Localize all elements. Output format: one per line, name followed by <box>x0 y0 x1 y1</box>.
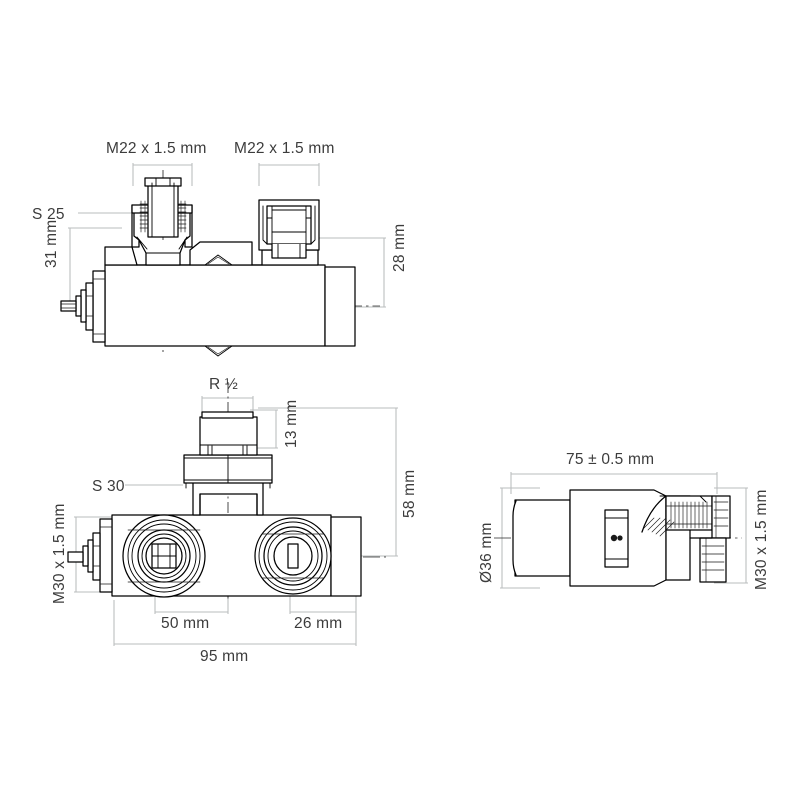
front-view-total-height-label: 58 mm <box>401 470 418 518</box>
top-view-height-right-dimension <box>313 237 386 308</box>
front-view-total-width-label: 95 mm <box>200 648 248 665</box>
front-view-group: R ½ 13 mm 58 mm S 30 M30 x 1.5 mm 50 mm … <box>51 376 418 665</box>
front-view-pipe-height-label: 13 mm <box>283 400 300 448</box>
front-view-spindle-nut <box>87 539 94 573</box>
front-view-right-port-ring3 <box>267 530 319 582</box>
front-view-right-port-bore <box>273 536 313 576</box>
top-view-right-tail <box>324 266 356 347</box>
top-view-right-clamp-inner <box>266 205 312 245</box>
front-view-spanner-label: S 30 <box>92 478 125 495</box>
front-view-right-port <box>254 517 332 595</box>
front-view-right-tail <box>330 516 362 597</box>
side-view-diameter-label: Ø36 mm <box>478 522 495 583</box>
top-view-left-shoulder <box>104 246 138 266</box>
top-view-left-nut-top <box>144 177 182 187</box>
front-view-left-port <box>122 514 206 598</box>
top-view-spindle-assembly <box>60 270 106 343</box>
top-view-height-left-label: 31 mm <box>43 220 60 268</box>
front-view-spindle-flange <box>99 518 113 593</box>
top-view-thread-left-dimension <box>132 163 193 186</box>
side-view-section-hatch <box>643 517 675 537</box>
side-view-indicator-dot2 <box>617 535 623 541</box>
side-view-length-label: 75 ± 0.5 mm <box>566 451 654 468</box>
top-view-vent-bottom-inner <box>207 346 230 355</box>
top-view-left-union-taper <box>138 239 186 266</box>
side-view-cut-arc <box>641 495 667 533</box>
top-view-left-nut <box>147 182 179 238</box>
top-view-right-union-neck <box>271 243 307 259</box>
side-view-indicator-dot <box>610 534 618 542</box>
front-view-left-port-ring1 <box>127 519 201 593</box>
front-view-right-span-label: 26 mm <box>294 615 342 632</box>
top-view-thread-right-dimension <box>258 163 320 186</box>
side-view-nipple-threads <box>701 495 729 583</box>
side-view-head-cap <box>514 499 571 577</box>
front-view-spindle-pin <box>67 551 84 563</box>
top-view-mid-recess <box>189 241 253 266</box>
front-view-left-port-bore <box>145 537 183 575</box>
top-view-spanner-label: S 25 <box>32 206 65 223</box>
side-view-nipple-top <box>711 495 731 539</box>
front-view-right-port-ring1 <box>258 521 328 591</box>
top-view-spindle-flange <box>92 270 106 343</box>
front-view-pipe-stub <box>199 416 258 456</box>
top-view-main-body <box>104 264 326 347</box>
side-view-knurl-lines <box>665 501 713 529</box>
front-view-spindle-assembly <box>67 518 113 593</box>
front-view-span-dimensions <box>113 584 357 646</box>
top-view-vent-bottom <box>204 345 233 357</box>
side-view-length-dimension <box>510 472 718 494</box>
top-view-spindle-pin <box>60 300 77 312</box>
top-view-spindle-washer <box>75 295 82 317</box>
front-view-spindle-collar <box>92 532 101 581</box>
top-view-thread-left-label: M22 x 1.5 mm <box>106 140 207 157</box>
top-view-right-union <box>258 199 320 259</box>
side-view-thread-dimension <box>714 487 748 584</box>
side-view-nipple-bottom <box>699 537 727 583</box>
front-view-center-span-label: 50 mm <box>161 615 209 632</box>
top-view-left-union-edge-l <box>136 236 148 250</box>
top-view-left-union <box>131 177 193 266</box>
top-view-left-thread-detail-right <box>177 200 187 233</box>
top-view-right-clip-right <box>310 205 316 245</box>
top-view-right-clip-left <box>262 205 268 245</box>
front-view-spindle-washer <box>82 545 89 567</box>
front-view-right-port-ring2 <box>263 526 323 586</box>
top-view-spindle-collar <box>85 282 94 331</box>
front-view-pipe-stub-top <box>201 411 254 419</box>
top-view-thread-right-label: M22 x 1.5 mm <box>234 140 335 157</box>
front-view-left-port-ring4 <box>141 533 187 579</box>
side-view-top-edge <box>659 495 707 503</box>
front-view-right-port-slot <box>287 543 299 569</box>
top-view-spindle-nut <box>80 289 87 323</box>
front-view-body-thread-label: M30 x 1.5 mm <box>51 503 68 604</box>
side-view-group: 75 ± 0.5 mm Ø36 mm M30 x 1.5 mm <box>478 451 770 590</box>
top-view-vent-top <box>204 254 233 266</box>
top-view-left-union-edge-r <box>178 236 188 250</box>
top-view-left-thread-detail-left <box>139 200 149 233</box>
top-view-group: M22 x 1.5 mm M22 x 1.5 mm S 25 31 mm 28 … <box>32 140 408 357</box>
side-view-head-cap-round <box>512 500 517 576</box>
top-view-height-right-label: 28 mm <box>391 224 408 272</box>
top-view-vent-top-inner <box>207 256 230 265</box>
side-view-thread-label: M30 x 1.5 mm <box>753 489 770 590</box>
front-view-left-port-ring2 <box>131 523 197 589</box>
front-view-pipe-thread-label: R ½ <box>209 376 238 393</box>
